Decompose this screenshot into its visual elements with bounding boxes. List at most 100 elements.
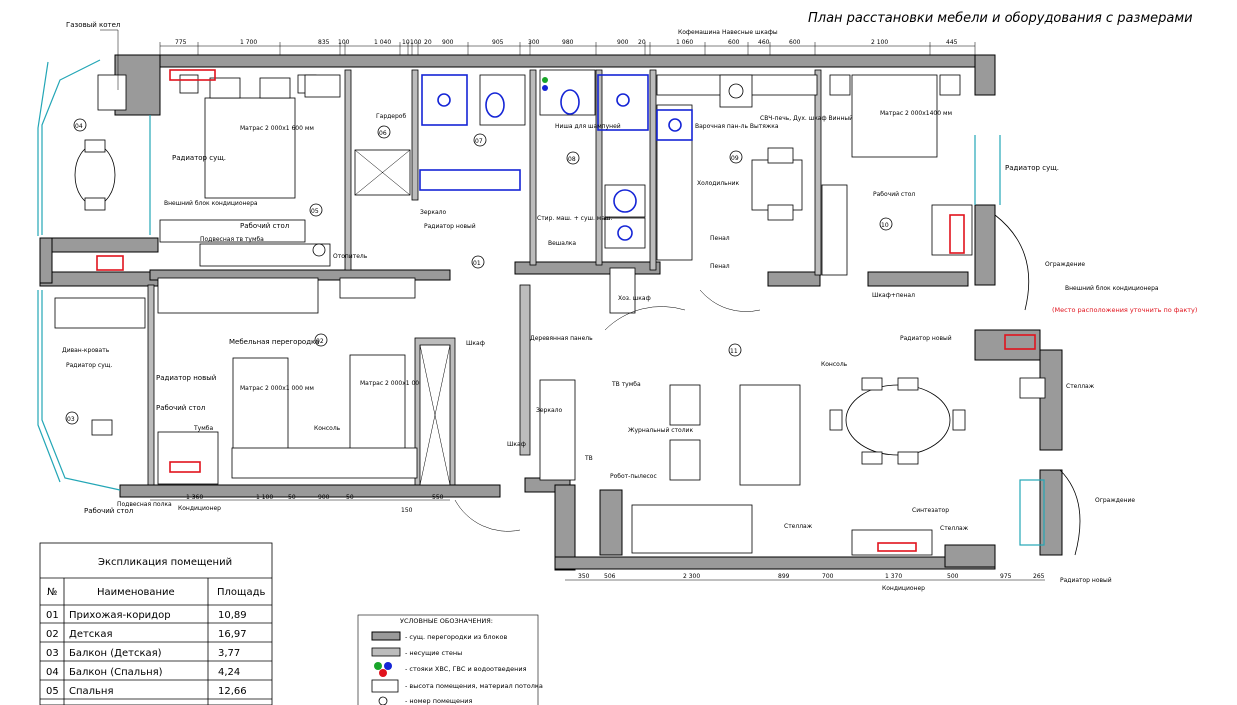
label: Стир. маш. + суш. маш. [537, 215, 612, 222]
dim: 445 [946, 39, 958, 46]
dim: 1 370 [885, 573, 902, 580]
label: Ограждение [1095, 497, 1135, 504]
dim: 900 [318, 494, 330, 501]
top-dimension-chain: 775 1 700 835 100 1 040 10 100 20 900 90… [159, 39, 976, 55]
dim: 2 100 [871, 39, 888, 46]
room-name: Детская [69, 629, 112, 640]
bottom-dimension-chain: 350 506 2 300 899 700 1 370 500 975 265 … [150, 494, 1045, 581]
balcony-glazing [37, 59, 1081, 556]
sofa-bed [54, 297, 146, 329]
legend-item: - номер помещения [405, 697, 472, 705]
room-area: 16,97 [218, 629, 247, 640]
label: Рабочий стол [156, 404, 205, 412]
kids-room-02: Матрас 2 000х1 000 мм Матрас 2 000х1 000… [84, 333, 485, 515]
room-number: 05 [311, 208, 319, 215]
label: Радиатор новый [900, 335, 952, 342]
dim: 900 [442, 39, 454, 46]
room-number: 01 [473, 260, 481, 267]
dim: 600 [789, 39, 801, 46]
label: Деревянная панель [530, 335, 593, 342]
label: Тумба [193, 425, 213, 432]
label: Кофемашина [678, 29, 720, 36]
wardrobe-06: Гардероб 06 Зеркало Радиатор новый [354, 113, 476, 230]
label: Консоль [821, 361, 848, 368]
label: Кондиционер [882, 585, 925, 592]
dim: 899 [778, 573, 790, 580]
label: СВЧ-печь, Дух. шкаф Винный шкаф [760, 115, 873, 122]
label: Зеркало [536, 407, 562, 414]
label: Ниша для шампуней [555, 123, 621, 130]
label: Синтезатор [912, 507, 949, 514]
kid-bed-1 [232, 357, 289, 459]
tv-stand [199, 243, 331, 267]
room-number: 08 [568, 156, 576, 163]
balcony-03: Диван-кровать Радиатор сущ. 03 [54, 297, 146, 436]
dim: 1 700 [240, 39, 257, 46]
room-number: 04 [75, 123, 83, 130]
label: Консоль [314, 425, 341, 432]
dim: 50 [288, 494, 296, 501]
dim: 350 [578, 573, 590, 580]
plan-title: План расстановки мебели и оборудования с… [808, 11, 1193, 26]
label: Радиатор новый [424, 223, 476, 230]
dim: 975 [1000, 573, 1012, 580]
corridor-01: 01 Хоз. шкаф [157, 255, 651, 314]
room-number: 09 [731, 155, 739, 162]
sofa-2 [631, 504, 753, 554]
label: Стеллаж [940, 525, 969, 532]
dim: 900 [617, 39, 629, 46]
label: Пенал [710, 263, 730, 270]
legend-item: - стояки ХВС, ГВС и водоотведения [405, 665, 527, 673]
room-area: 10,89 [218, 610, 247, 621]
label: Пенал [710, 235, 730, 242]
label: Газовый котел [66, 21, 120, 29]
label: Радиатор новый [1060, 577, 1112, 584]
label: Гардероб [376, 113, 406, 120]
legend: УСЛОВНЫЕ ОБОЗНАЧЕНИЯ: - сущ. перегородки… [357, 614, 543, 705]
legend-item: - сущ. перегородки из блоков [405, 633, 507, 641]
room-name: Балкон (Спальня) [69, 667, 163, 678]
label: ТВ тумба [611, 381, 641, 388]
label: Робот-пылесос [610, 473, 657, 480]
label: Отопитель [333, 253, 368, 260]
label: Рабочий стол [84, 507, 133, 515]
dim: 300 [528, 39, 540, 46]
label: Радиатор сущ. [172, 154, 226, 162]
label: Навесные шкафы [722, 29, 778, 36]
table-header: Площадь [217, 587, 265, 598]
conditioner-unit [169, 69, 216, 81]
dim: 460 [758, 39, 770, 46]
room-number: 02 [316, 338, 324, 345]
dim: 700 [822, 573, 834, 580]
table-title: Экспликация помещений [98, 557, 232, 568]
bedroom-10: Матрас 2 000х1400 мм 10 Радиатор сущ. Ра… [821, 74, 1197, 314]
room-name: Спальня [69, 686, 114, 697]
room-number: 06 [379, 130, 387, 137]
label: Матрас 2 000х1 000 мм [240, 385, 314, 392]
desk [159, 219, 306, 243]
label: Шкаф [466, 340, 485, 347]
row-number: 05 [46, 686, 59, 697]
dim: 20 [424, 39, 432, 46]
dim: 506 [604, 573, 616, 580]
label: Стеллаж [1066, 383, 1095, 390]
row-number: 04 [46, 667, 59, 678]
dim: 100 [338, 39, 350, 46]
dim: 100 [410, 39, 422, 46]
room-name: Прихожая-коридор [69, 610, 171, 621]
label: Матрас 2 000х1 000 мм [360, 380, 434, 387]
legend-title: УСЛОВНЫЕ ОБОЗНАЧЕНИЯ: [400, 617, 493, 625]
dim: 905 [492, 39, 504, 46]
label: Диван-кровать [62, 347, 110, 354]
dining-table [845, 384, 951, 456]
label: Рабочий стол [240, 222, 289, 230]
table-header: Наименование [97, 587, 175, 598]
room-number: 11 [730, 348, 738, 355]
label: Радиатор сущ. [1005, 164, 1059, 172]
bedroom-05: Матрас 2 000х1 600 мм Рабочий стол Подве… [159, 69, 368, 267]
dim: 2 300 [683, 573, 700, 580]
row-number: 01 [46, 610, 59, 621]
label: Хоз. шкаф [618, 295, 651, 302]
label: Матрас 2 000х1400 мм [880, 110, 952, 117]
